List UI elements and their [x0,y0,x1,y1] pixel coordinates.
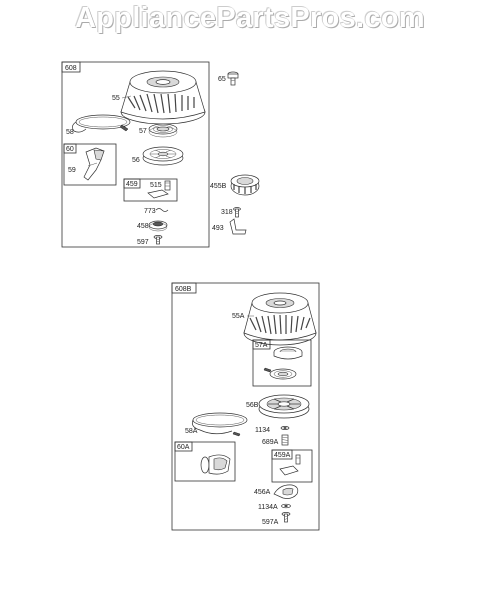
part-58-starter-rope[interactable] [72,114,131,133]
assembly-608: 608 55 58 [61,61,210,248]
part-60a-handle[interactable] [200,454,231,475]
callout-689a[interactable]: 689A [262,439,279,446]
assembly-608b: 608B 55A 57A [171,282,320,531]
callout-515[interactable]: 515 [150,182,162,189]
callout-318[interactable]: 318 [221,209,233,216]
part-689a-spring[interactable] [281,434,289,446]
part-515-pawl[interactable] [147,180,171,199]
callout-57a[interactable]: 57A [255,342,268,349]
part-59-handle[interactable] [83,147,105,181]
callout-459a[interactable]: 459A [274,452,291,459]
part-318-screw[interactable] [233,207,241,218]
callout-58a[interactable]: 58A [185,428,198,435]
callout-58[interactable]: 58 [66,129,74,136]
part-773-spring[interactable] [155,208,169,212]
part-55a-housing[interactable] [243,292,317,346]
assembly-608b-frame [171,282,320,531]
part-597-screw[interactable] [153,235,163,245]
callout-458[interactable]: 458 [137,223,149,230]
callout-1134[interactable]: 1134 [255,427,270,434]
part-57-recoil-spring[interactable] [148,123,178,138]
part-56b-pulley[interactable] [258,394,310,419]
part-60a-label-box [174,441,193,452]
part-459-label-box [123,178,141,189]
part-60a-box [174,441,236,482]
callout-455b[interactable]: 455B [210,183,227,190]
part-459a-pawl[interactable] [279,454,301,476]
assembly-608-label[interactable]: 608 [65,65,77,72]
part-493-bracket[interactable] [229,218,247,235]
assembly-608b-label-box [171,282,197,294]
part-60-label-box [63,143,77,154]
callout-57[interactable]: 57 [139,128,147,135]
callout-456a[interactable]: 456A [254,489,271,496]
part-65-bolt[interactable] [227,71,239,86]
part-57a-spring[interactable] [263,367,297,380]
part-1134-washer[interactable] [280,426,290,430]
part-597a-screw[interactable] [281,512,291,523]
site-watermark: AppliancePartsPros.com [75,2,425,34]
part-459a-label-box [271,449,293,460]
part-57a-label-box [252,339,271,350]
callout-59[interactable]: 59 [68,167,76,174]
callout-55a[interactable]: 55A [232,313,245,320]
callout-1134a[interactable]: 1134A [258,504,278,511]
callout-459[interactable]: 459 [126,181,138,188]
callout-597a[interactable]: 597A [262,519,279,526]
part-57a-box [252,339,312,387]
assembly-608-frame [61,61,210,248]
part-55-housing[interactable] [120,70,206,125]
callout-55[interactable]: 55 [112,95,120,102]
callout-597[interactable]: 597 [137,239,149,246]
part-60-box [63,143,117,186]
standalone-parts-group: 65 455B 318 493 [210,71,260,235]
callout-60[interactable]: 60 [66,146,74,153]
part-455b-cup[interactable] [230,174,260,196]
part-56-pulley[interactable] [142,146,184,166]
callout-773[interactable]: 773 [144,208,156,215]
part-1134a-washer[interactable] [281,503,291,509]
assembly-608b-label[interactable]: 608B [175,286,192,293]
callout-56b[interactable]: 56B [246,402,259,409]
part-57a-spring-cup[interactable] [273,346,303,360]
part-58a-starter-rope[interactable] [191,412,248,437]
callout-493[interactable]: 493 [212,225,224,232]
callout-65[interactable]: 65 [218,76,226,83]
callout-60a[interactable]: 60A [177,444,190,451]
part-456a-retainer[interactable] [273,484,299,499]
callout-56[interactable]: 56 [132,157,140,164]
assembly-608-label-box [61,61,81,73]
part-458-retainer[interactable] [148,220,168,232]
part-459-box [123,178,178,202]
